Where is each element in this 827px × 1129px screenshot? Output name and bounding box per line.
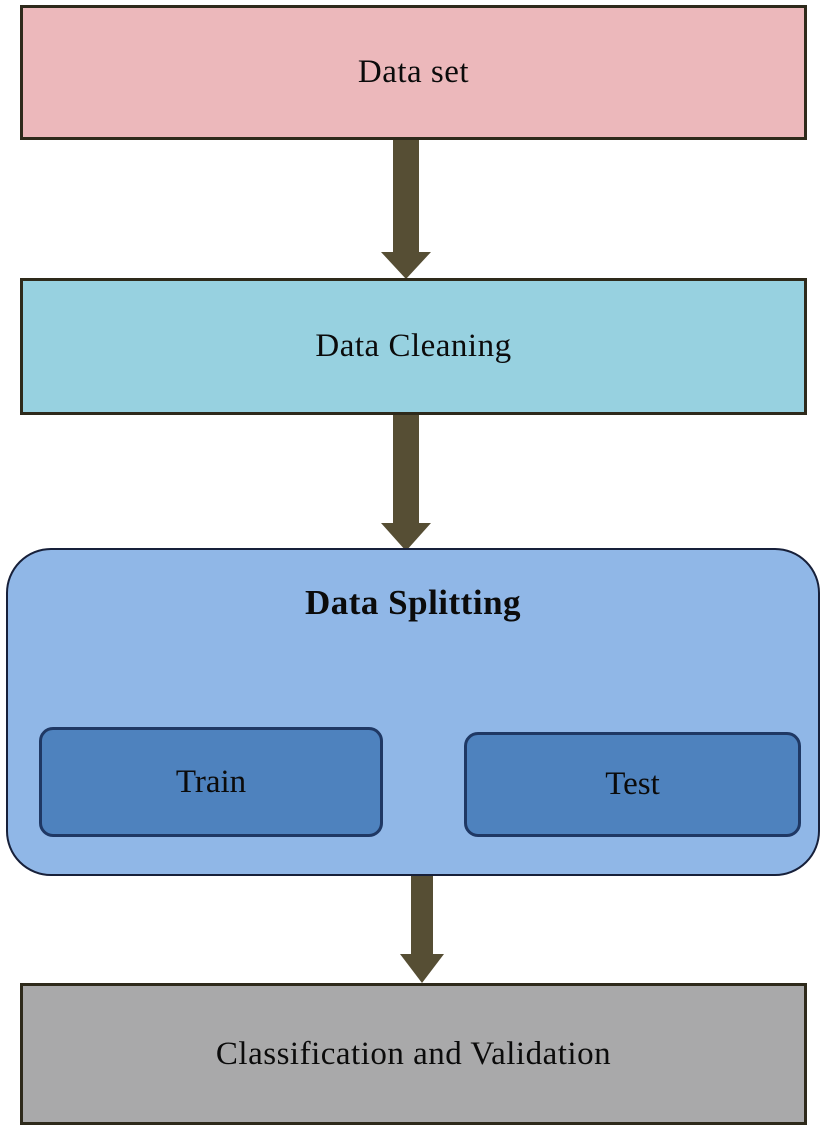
arrow-head xyxy=(400,954,444,983)
node-test-label: Test xyxy=(605,766,660,802)
node-classification-validation: Classification and Validation xyxy=(20,983,807,1125)
arrow-shaft xyxy=(411,876,433,954)
node-test: Test xyxy=(464,732,801,837)
arrow-shaft xyxy=(393,415,419,523)
arrow-shaft xyxy=(393,140,419,252)
node-classification-validation-label: Classification and Validation xyxy=(215,1035,612,1072)
node-data-splitting: Data Splitting Train Test xyxy=(6,548,820,876)
node-train-label: Train xyxy=(175,763,247,800)
node-data-cleaning-label: Data Cleaning xyxy=(315,328,512,364)
node-dataset-label: Data set xyxy=(357,54,470,90)
node-dataset: Data set xyxy=(20,5,807,140)
node-data-cleaning: Data Cleaning xyxy=(20,278,807,415)
node-train: Train xyxy=(39,727,383,837)
arrow-head xyxy=(381,252,431,279)
arrow-head xyxy=(381,523,431,551)
node-data-splitting-label: Data Splitting xyxy=(304,583,522,622)
